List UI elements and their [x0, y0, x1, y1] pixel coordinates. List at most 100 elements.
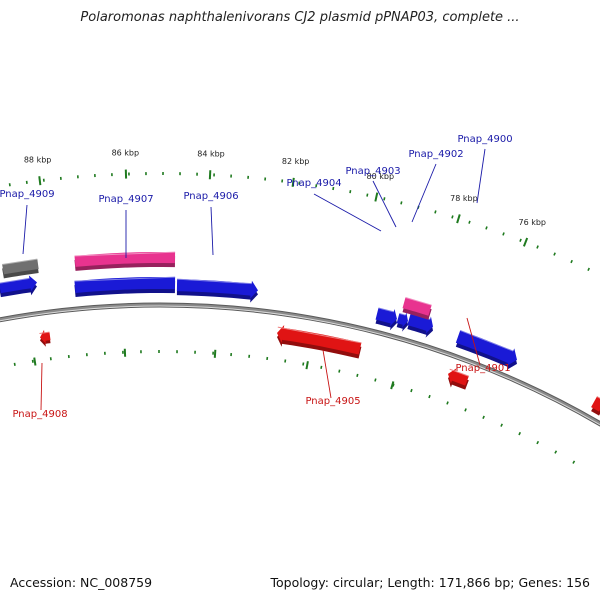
gene-pnap-4904-body	[375, 307, 397, 327]
gene-pnap-4900	[455, 330, 517, 370]
gene-pnap-4907-body	[74, 277, 176, 294]
feature-pnap-4909-highlight	[2, 258, 38, 266]
gene-label[interactable]: Pnap_4902	[408, 149, 463, 160]
page-title: Polaromonas naphthalenivorans CJ2 plasmi…	[80, 10, 520, 25]
tick-minor	[366, 193, 369, 197]
gene-pnap-4908	[39, 329, 51, 347]
gene-pnap-4903	[396, 312, 408, 332]
tick-minor	[302, 362, 305, 366]
gene-pnap-4907-rna-body	[74, 252, 176, 267]
gene-pnap-4907-rna-highlight	[74, 251, 176, 257]
gene-pnap-4905-highlight	[277, 326, 362, 344]
tick-minor	[434, 210, 437, 214]
tick-minor	[392, 383, 395, 387]
gene-pnap-4909-body	[0, 275, 37, 294]
genome-summary-text: Topology: circular; Length: 171,866 bp; …	[270, 575, 591, 590]
tick-minor	[536, 245, 539, 249]
tick-major	[305, 361, 309, 370]
tick-minor	[428, 394, 431, 399]
gene-label[interactable]: Pnap_4909	[0, 189, 55, 200]
tick-major	[213, 349, 217, 358]
callout-line	[22, 204, 28, 255]
gene-pnap-4907-highlight	[74, 276, 176, 282]
tick-minor	[587, 267, 591, 272]
tick-minor	[410, 388, 413, 393]
callout-line	[210, 206, 214, 256]
tick-major	[38, 176, 42, 186]
gene-label[interactable]: Pnap_4908	[12, 409, 67, 420]
gene-pnap-4906-body	[176, 279, 258, 299]
gene-pnap-4906	[176, 278, 258, 303]
gene-pnap-4907-rna	[74, 251, 176, 271]
tick-minor	[536, 440, 540, 445]
tick-minor	[383, 197, 386, 201]
gene-pnap-4902-highlight	[405, 297, 432, 306]
gene-pnap-4905	[277, 324, 362, 359]
callout-line	[411, 163, 437, 223]
tick-label: 78 kbp	[450, 194, 478, 203]
gene-pnap-4901-body	[448, 368, 469, 386]
tick-minor	[451, 215, 454, 219]
gene-pnap-4903-highlight	[399, 312, 406, 316]
tick-minor	[446, 401, 449, 405]
gene-label[interactable]: Pnap_4901	[455, 363, 510, 374]
backbone-line	[0, 303, 600, 426]
gene-right-edge-body	[591, 396, 600, 412]
gene-right-edge	[591, 396, 600, 416]
gene-pnap-4905-body	[277, 324, 362, 355]
callout-line	[372, 180, 397, 228]
tick-minor	[464, 408, 467, 412]
gene-label[interactable]: Pnap_4905	[305, 396, 360, 407]
tick-minor	[553, 252, 556, 256]
tick-label: 86 kbp	[112, 149, 140, 158]
gene-right-edge-highlight	[596, 396, 600, 399]
gene-pnap-4904	[375, 307, 397, 331]
callout-line	[322, 349, 332, 399]
tick-minor	[468, 220, 471, 224]
gene-pnap-4909	[0, 275, 37, 298]
tick-minor	[572, 460, 576, 464]
gene-pnap-4900-body	[455, 330, 517, 366]
genome-backbone	[0, 302, 600, 427]
major-tick-marks	[33, 169, 529, 390]
tick-minor	[500, 423, 503, 427]
tick-minor	[356, 373, 359, 377]
tick-major	[456, 214, 461, 224]
minor-tick-marks	[8, 172, 591, 464]
gene-label[interactable]: Pnap_4904	[286, 178, 341, 189]
gene-label[interactable]: Pnap_4906	[183, 191, 238, 202]
tick-major	[374, 192, 379, 202]
tick-label: 82 kbp	[282, 157, 310, 166]
gene-pnap-4906-highlight	[177, 278, 252, 285]
gene-pnap-4902	[402, 297, 432, 320]
tick-major	[33, 357, 37, 366]
gene-pnap-4909-highlight	[0, 277, 30, 284]
tick-minor	[332, 186, 335, 191]
tick-minor	[519, 238, 522, 242]
tick-minor	[570, 259, 573, 264]
callout-line	[466, 317, 481, 366]
gene-pnap-4901-highlight	[449, 368, 469, 377]
tick-minor	[518, 431, 522, 436]
callout-line	[313, 193, 382, 232]
tick-major	[522, 237, 529, 247]
callout-line	[40, 362, 43, 411]
gene-label[interactable]: Pnap_4903	[345, 166, 400, 177]
gene-label[interactable]: Pnap_4907	[98, 194, 153, 205]
gene-pnap-4902-body	[402, 297, 432, 316]
accession-text: Accession: NC_008759	[10, 575, 153, 590]
tick-label: 84 kbp	[197, 149, 225, 158]
tick-major	[390, 381, 395, 390]
tick-minor	[554, 450, 558, 454]
gene-pnap-4908-highlight	[39, 331, 50, 335]
tick-minor	[482, 415, 485, 419]
gene-label[interactable]: Pnap_4900	[457, 134, 512, 145]
gene-pnap-4901	[448, 368, 469, 390]
tick-minor	[485, 226, 488, 230]
gene-features	[0, 251, 600, 416]
tick-label: 88 kbp	[24, 155, 52, 164]
feature-pnap-4909	[2, 258, 39, 279]
